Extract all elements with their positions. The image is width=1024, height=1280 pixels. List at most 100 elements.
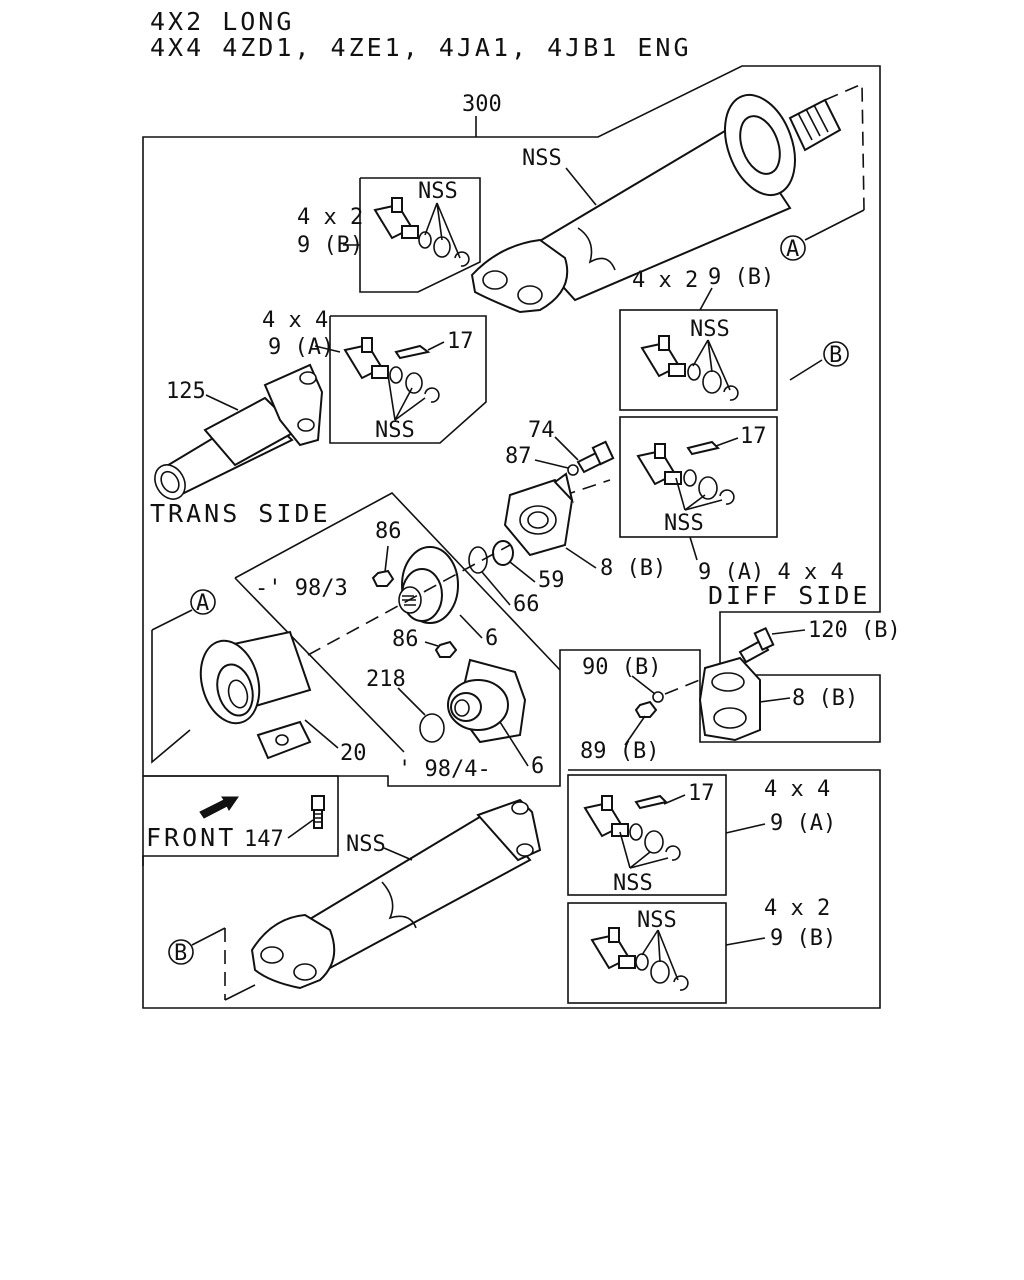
box-top-right-9b: 9 (B) <box>708 265 774 290</box>
circle-a-top <box>780 235 806 261</box>
label-125: 125 <box>166 379 206 404</box>
box-mid-right <box>619 416 778 538</box>
box-bottom-right-2-4x2: 4 x 2 <box>764 896 830 921</box>
box-bottom-right-2 <box>567 902 727 1004</box>
box-bottom-right-1-4x4: 4 x 4 <box>764 777 830 802</box>
leader-86-upper <box>384 545 389 573</box>
header-line-2: 4X4 4ZD1, 4ZE1, 4JA1, 4JB1 ENG <box>150 33 692 62</box>
bolt-147 <box>311 795 325 829</box>
box-mid-left-17: 17 <box>447 329 474 354</box>
ring-218 <box>419 713 445 743</box>
box-bottom-right-1 <box>567 774 727 896</box>
front-arrow-icon <box>199 796 239 819</box>
label-circle-b-left: B <box>174 941 187 966</box>
box-bottom-right-1-17: 17 <box>688 781 715 806</box>
box-top-right-nss: NSS <box>690 317 730 342</box>
assembly-300-frame <box>142 65 881 787</box>
leader-b-right <box>789 359 823 381</box>
box-top-left-4x2: 4 x 2 <box>297 205 363 230</box>
leader-66 <box>481 571 511 606</box>
label-6-upper: 6 <box>485 626 498 651</box>
leader-box-mid-left <box>314 345 341 353</box>
center-bearing-20 <box>199 630 312 760</box>
leader-120b <box>771 629 806 635</box>
universal-joint-kit-bottom-right-2 <box>590 927 689 991</box>
leader-89b <box>624 715 646 746</box>
leader-8b-upper <box>565 547 597 569</box>
leader-b-left-lower <box>224 984 256 1001</box>
label-circle-b-right: B <box>829 343 842 368</box>
leader-17-bottom-right-1 <box>663 794 686 805</box>
label-120b: 120 (B) <box>808 618 901 643</box>
collar-59 <box>492 540 514 566</box>
label-20: 20 <box>340 741 367 766</box>
label-147: 147 <box>244 827 284 852</box>
dash-to-a-top <box>824 82 865 211</box>
leader-125 <box>205 394 239 411</box>
leader-a-top <box>804 209 865 241</box>
dash-89b <box>664 674 713 695</box>
leader-20 <box>304 719 339 749</box>
universal-joint-kit-mid-right <box>636 440 735 511</box>
front-box <box>142 775 339 866</box>
label-nss-top: NSS <box>522 146 562 171</box>
leader-17-mid-left <box>427 341 445 351</box>
label-date-from: ' 98/4- <box>398 757 491 782</box>
label-nss-bottom: NSS <box>346 832 386 857</box>
box-top-right-4x2: 4 x 2 <box>632 268 698 293</box>
label-87: 87 <box>505 444 532 469</box>
circle-b-left <box>168 939 194 965</box>
leader-8b-lower <box>759 697 791 703</box>
washer-90b <box>652 691 664 703</box>
leader-a-left <box>151 609 193 631</box>
flange-yoke-8b-lower <box>698 656 761 742</box>
box-mid-right-nss: NSS <box>664 511 704 536</box>
box-bottom-right-2-nss: NSS <box>637 908 677 933</box>
box-mid-right-9a: 9 (A) 4 x 4 <box>698 560 844 585</box>
circle-a-left <box>190 589 216 615</box>
label-86-upper: 86 <box>375 519 402 544</box>
rear-propeller-shaft <box>250 798 542 990</box>
leader-74 <box>554 436 579 461</box>
label-diff-side: DIFF SIDE <box>708 581 870 610</box>
universal-joint-kit-top-right <box>640 335 739 401</box>
leader-87 <box>534 459 569 469</box>
companion-flange-6-upper <box>398 546 459 624</box>
label-90b: 90 (B) <box>582 655 661 680</box>
leader-86-lower <box>424 641 439 647</box>
box-top-left <box>359 177 481 293</box>
universal-joint-kit-bottom-right-1 <box>583 794 681 869</box>
leader-59 <box>509 561 536 583</box>
rear-shaft-frame <box>142 769 881 1009</box>
companion-flange-6-lower <box>447 658 527 744</box>
box-mid-left-4x4: 4 x 4 <box>262 308 328 333</box>
label-66: 66 <box>513 592 540 617</box>
universal-joint-kit-top-left <box>373 197 470 267</box>
universal-joint-kit-mid-left <box>343 337 440 421</box>
leader-box-bottom-right-2 <box>725 937 766 946</box>
leader-6-lower <box>499 721 529 767</box>
label-74: 74 <box>528 418 555 443</box>
leader-box-mid-right <box>689 536 698 561</box>
label-front: FRONT <box>146 823 236 852</box>
label-59: 59 <box>538 568 565 593</box>
leader-b-left-upper <box>191 927 226 946</box>
label-circle-a-left: A <box>196 591 209 616</box>
leader-box-bottom-right-1 <box>725 823 766 834</box>
slip-yoke-125 <box>154 363 324 500</box>
variant-frame-left <box>234 577 405 753</box>
leader-nss-top <box>565 167 597 206</box>
front-propeller-shaft <box>470 93 842 314</box>
washer-87 <box>567 464 579 476</box>
leader-218 <box>397 687 426 716</box>
leader-nss-bottom <box>383 847 413 861</box>
box-mid-left-nss: NSS <box>375 418 415 443</box>
box-mid-right-17: 17 <box>740 424 767 449</box>
label-89b: 89 (B) <box>580 739 659 764</box>
label-8b-upper: 8 (B) <box>600 556 666 581</box>
box-bottom-right-1-nss: NSS <box>613 871 653 896</box>
nut-86-lower <box>434 640 458 658</box>
label-circle-a-top: A <box>786 237 799 262</box>
box-bottom-right-1-9a: 9 (A) <box>770 811 836 836</box>
